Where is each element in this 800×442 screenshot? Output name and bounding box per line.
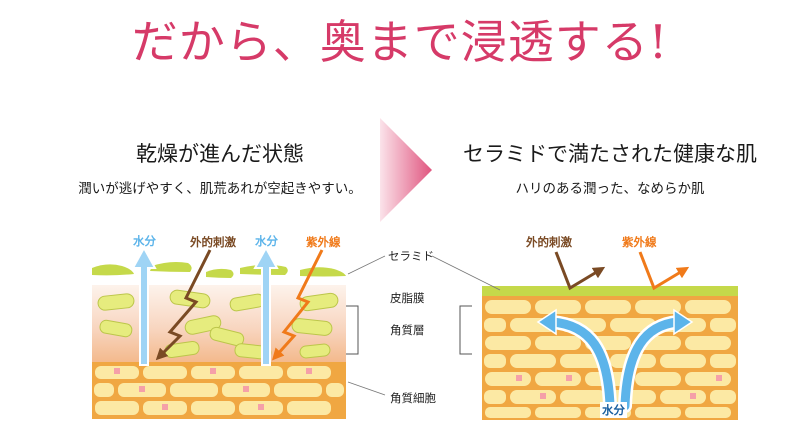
label-moisture-left-1: 水分: [133, 234, 156, 248]
right-corneocytes: [484, 300, 736, 418]
arrow-right-icon: [380, 118, 432, 222]
stratum-bracket-right: [459, 305, 472, 355]
uv-arrow-right: [638, 251, 690, 291]
label-moisture-left-2: 水分: [255, 234, 278, 248]
stratum-bracket-left: [346, 305, 359, 355]
label-uv-left: 紫外線: [306, 235, 341, 249]
legend-ceramide: セラミド: [388, 249, 434, 263]
left-heading: 乾燥が進んだ状態: [136, 142, 304, 166]
right-description: ハリのある潤った、なめらか肌: [515, 181, 705, 197]
damaged-cells: [97, 289, 339, 360]
label-moisture-right: 水分: [600, 402, 627, 418]
left-description: 潤いが逃げやすく、肌荒あれが空起きやすい。: [78, 181, 362, 197]
label-external-stimulus-right: 外的刺激: [526, 235, 572, 249]
uv-arrow-left: [271, 249, 324, 361]
moisture-retained-arrows: [545, 315, 685, 413]
left-corneocytes: [94, 366, 344, 415]
page-title: だから、奥まで浸透する!: [131, 15, 669, 69]
ceramide-layer: [482, 286, 738, 296]
moisture-escape-arrows: [131, 245, 279, 366]
legend-leader-lines: [347, 255, 501, 396]
external-stimulus-arrow-left: [155, 249, 212, 361]
label-uv-right: 紫外線: [622, 235, 657, 249]
label-external-stimulus-left: 外的刺激: [190, 235, 236, 249]
right-heading: セラミドで満たされた健康な肌: [463, 142, 757, 166]
external-stimulus-arrow-right: [554, 251, 606, 291]
legend-sebum-film: 皮脂膜: [390, 291, 425, 305]
legend-corneocyte: 角質細胞: [390, 391, 436, 405]
legend-stratum-corneum: 角質層: [390, 323, 425, 337]
